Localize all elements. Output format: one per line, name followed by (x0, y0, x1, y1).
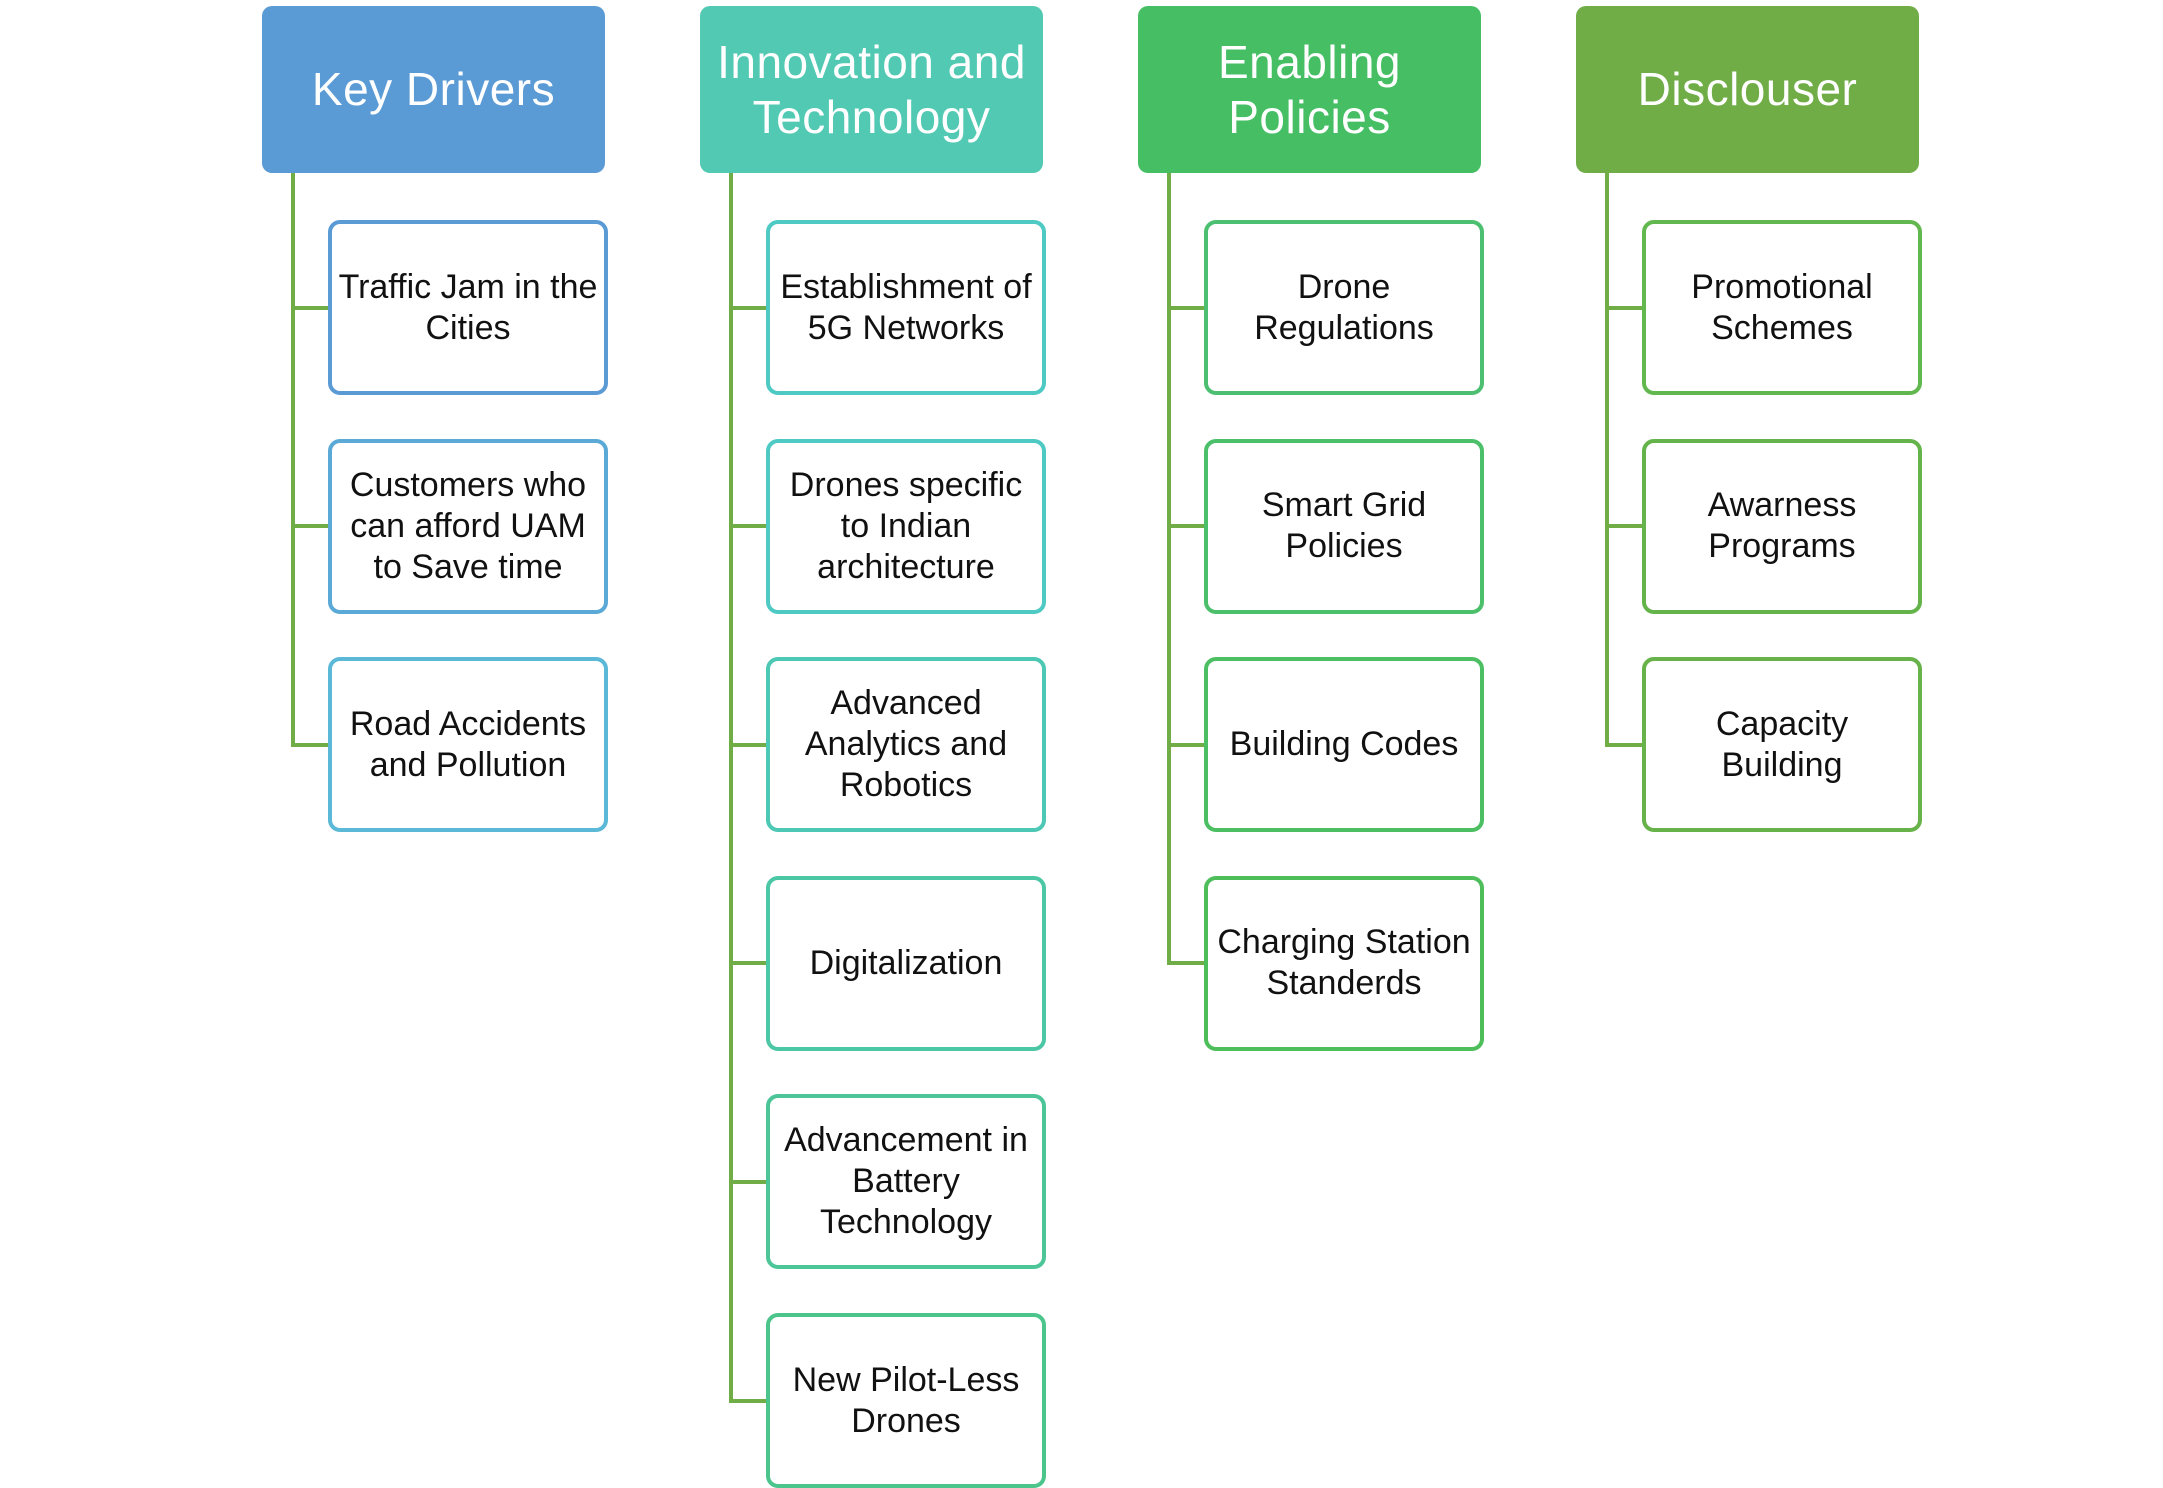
connector-branch (729, 1179, 766, 1184)
connector-branch (729, 961, 766, 966)
item-new-pilot-less-drones: New Pilot-Less Drones (766, 1313, 1046, 1488)
connector-trunk-innovation-and-technology (729, 173, 733, 1403)
connector-branch (729, 1398, 766, 1403)
header-disclouser: Disclouser (1576, 6, 1919, 173)
item-charging-station-standerds: Charging Station Standerds (1204, 875, 1484, 1051)
item-capacity-building: Capacity Building (1642, 657, 1922, 833)
item-advanced-analytics-and-robotics: Advanced Analytics and Robotics (766, 657, 1046, 833)
connector-trunk-enabling-policies (1167, 173, 1171, 966)
header-key-drivers: Key Drivers (262, 6, 605, 173)
connector-branch (1167, 742, 1204, 747)
connector-branch (1605, 742, 1642, 747)
item-road-accidents-and-pollution: Road Accidents and Pollution (328, 657, 608, 833)
connector-branch (291, 742, 328, 747)
item-smart-grid-policies: Smart Grid Policies (1204, 438, 1484, 614)
connector-branch (729, 524, 766, 529)
item-customers-who-can-afford-uam-to-save-time: Customers who can afford UAM to Save tim… (328, 438, 608, 614)
header-innovation-and-technology: Innovation and Technology (700, 6, 1043, 173)
connector-branch (1605, 524, 1642, 529)
item-promotional-schemes: Promotional Schemes (1642, 220, 1922, 395)
connector-branch (1167, 305, 1204, 310)
item-advancement-in-battery-technology: Advancement in Battery Technology (766, 1094, 1046, 1270)
item-digitalization: Digitalization (766, 875, 1046, 1051)
header-enabling-policies: Enabling Policies (1138, 6, 1481, 173)
item-building-codes: Building Codes (1204, 657, 1484, 833)
item-awarness-programs: Awarness Programs (1642, 438, 1922, 614)
connector-branch (729, 305, 766, 310)
item-traffic-jam-in-the-cities: Traffic Jam in the Cities (328, 220, 608, 395)
item-establishment-of-5g-networks: Establishment of 5G Networks (766, 220, 1046, 395)
connector-trunk-key-drivers (291, 173, 295, 747)
connector-branch (729, 742, 766, 747)
connector-branch (291, 305, 328, 310)
connector-branch (1605, 305, 1642, 310)
connector-branch (1167, 524, 1204, 529)
item-drones-specific-to-indian-architecture: Drones specific to Indian architecture (766, 438, 1046, 614)
connector-branch (1167, 961, 1204, 966)
connector-branch (291, 524, 328, 529)
connector-trunk-disclouser (1605, 173, 1609, 747)
item-drone-regulations: Drone Regulations (1204, 220, 1484, 395)
